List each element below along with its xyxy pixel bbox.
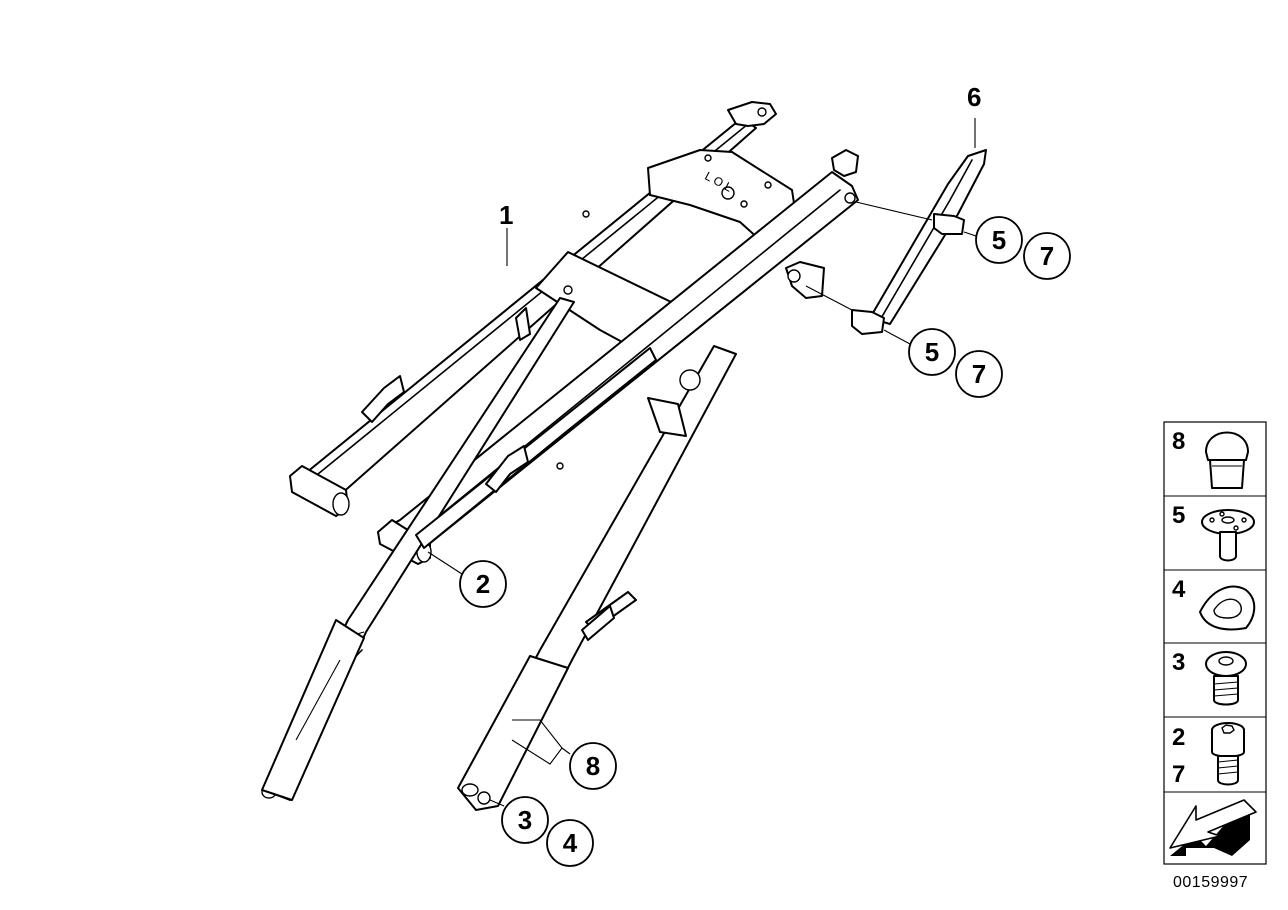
frame-inner-brace xyxy=(415,347,657,549)
svg-text:5: 5 xyxy=(992,225,1006,255)
rubber-cap-icon xyxy=(1205,431,1249,489)
svg-text:3: 3 xyxy=(518,805,532,835)
frame-gusset xyxy=(647,397,687,437)
callout-5-lower: 5 xyxy=(908,328,956,376)
document-number: 00159997 xyxy=(1173,874,1248,891)
callout-3: 3 xyxy=(501,796,549,844)
handle-bushing-upper xyxy=(933,213,965,235)
svg-text:5: 5 xyxy=(1172,502,1185,529)
legend-row-5: 5 xyxy=(1172,502,1255,562)
svg-text:8: 8 xyxy=(1172,428,1185,455)
flange-bolt-icon xyxy=(1205,651,1247,706)
callout-8: 8 xyxy=(569,742,617,790)
legend-row-2-7: 2 7 xyxy=(1172,722,1245,788)
callout-4: 4 xyxy=(546,819,594,867)
callout-7-lower: 7 xyxy=(955,350,1003,398)
frame-right-top-mount xyxy=(831,149,859,177)
frame-tie-hook-right xyxy=(485,445,529,493)
legend-panel: 8 5 4 xyxy=(1163,421,1267,865)
direction-arrow-icon xyxy=(1169,799,1257,856)
svg-text:3: 3 xyxy=(1172,649,1185,676)
svg-text:5: 5 xyxy=(925,337,939,367)
handle-bushing-lower xyxy=(851,309,885,335)
label-grab-handle: 6 xyxy=(967,82,981,112)
label-frame: 1 xyxy=(499,200,513,230)
rear-frame: L O L xyxy=(261,101,859,811)
callout-2: 2 xyxy=(459,560,507,608)
svg-text:4: 4 xyxy=(563,828,578,858)
frame-right-lower-plate xyxy=(457,655,569,811)
socket-head-bolt-icon xyxy=(1211,722,1245,786)
callout-7-upper: 7 xyxy=(1023,232,1071,280)
svg-text:7: 7 xyxy=(1172,761,1185,788)
grab-handle xyxy=(851,149,987,335)
svg-text:8: 8 xyxy=(586,751,600,781)
frame-tie-hook-left xyxy=(361,375,405,423)
frame-inner-tab xyxy=(515,307,531,341)
svg-text:7: 7 xyxy=(972,359,986,389)
leader-lines xyxy=(427,118,977,807)
legend-row-8: 8 xyxy=(1172,428,1249,489)
legend-row-3: 3 xyxy=(1172,649,1247,706)
flanged-bushing-icon xyxy=(1201,509,1255,562)
legend-row-4: 4 xyxy=(1172,576,1256,631)
svg-text:2: 2 xyxy=(476,569,490,599)
svg-text:4: 4 xyxy=(1172,576,1186,603)
frame-left-top-mount xyxy=(727,101,777,127)
shaped-washer-icon xyxy=(1199,585,1256,631)
svg-text:2: 2 xyxy=(1172,724,1185,751)
callout-5-upper: 5 xyxy=(975,216,1023,264)
svg-text:7: 7 xyxy=(1040,241,1054,271)
